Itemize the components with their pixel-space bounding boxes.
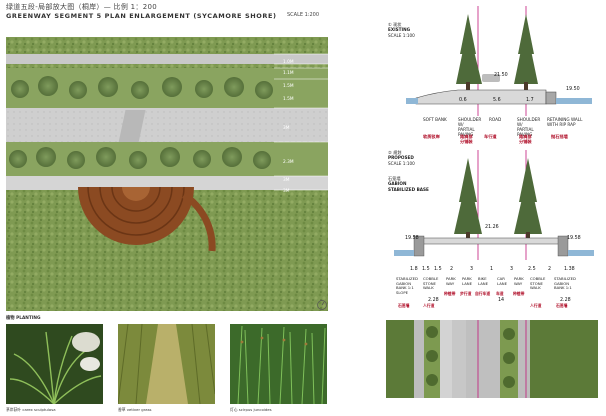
plan-width-5: 3M <box>283 126 290 131</box>
proposed-label-4: PARK LANE <box>462 276 473 286</box>
page-title-cn: 绿道五段-局部放大图（桐岸）— 比例 1：200 <box>6 3 157 11</box>
plan-width-8: 3M <box>283 189 290 194</box>
existing-label-2-cn: 路肩部分铺装 <box>460 134 473 144</box>
proposed-label-6-cn: 车道 <box>496 291 504 296</box>
section-plan-strip <box>386 320 598 398</box>
photo-vetiver <box>117 323 216 405</box>
plan-width-7: 3M <box>283 178 290 183</box>
page-scale: SCALE 1:200 <box>287 12 320 18</box>
planting-caption-1: 茅岸荻叶 carex sculptulosa <box>6 407 56 412</box>
plan-width-2: 1.1M <box>283 71 294 76</box>
plan-drawing <box>6 37 328 311</box>
dim-top-6: 1 <box>490 267 494 272</box>
photo-carex <box>6 324 103 405</box>
planting-heading: 植物 PLANTING <box>6 316 41 321</box>
plan-svg <box>6 37 328 311</box>
proposed-scale: SCALE 1:100 <box>388 161 415 166</box>
proposed-label-5-cn: 自行车道 <box>475 291 491 296</box>
dim-top-9: 2 <box>548 267 552 272</box>
photo-scirpus <box>230 324 327 405</box>
existing-label-5-cn: 抛石挡墙 <box>551 134 568 139</box>
dim-top-3: 1.5 <box>434 267 442 272</box>
existing-label-2: SHOULDER W/ PARTIAL PAVING <box>458 117 482 137</box>
existing-label-4: SHOULDER W/ PARTIAL PAVING <box>517 117 541 137</box>
proposed-label-9: STABILIZED GABION BANK 1:1 <box>554 276 576 291</box>
proposed-label-1-cn: 石笼墙 <box>398 303 410 308</box>
proposed-label-2-cn: 人行道 <box>423 303 435 308</box>
existing-label-3: ROAD <box>489 117 502 122</box>
planting-caption-2: 香草 vetiver grass <box>118 407 152 412</box>
dim-top-2: 1.5 <box>422 267 430 272</box>
gabion-cn: 石笼墙 <box>388 176 401 181</box>
dim-bottom-3: 2.28 <box>560 298 571 303</box>
dim-top-7: 3 <box>510 267 514 272</box>
existing-dim-2: 5.6 <box>493 98 501 103</box>
proposed-label-3: PARK WAY <box>446 276 456 286</box>
plan-width-4: 1.5M <box>283 97 294 102</box>
plan-width-1: 1.0M <box>283 60 294 65</box>
existing-elev-right: 19.50 <box>566 87 580 92</box>
stab-en: STABILIZED BASE <box>388 187 429 192</box>
dim-bottom-2: 14 <box>498 298 505 303</box>
dim-top-1: 1.8 <box>410 267 418 272</box>
existing-label-3-cn: 车行道 <box>484 134 497 139</box>
existing-title-en: EXISTING <box>388 27 411 32</box>
proposed-label-5: BIKE LANE <box>478 276 489 286</box>
existing-dim-3: 1.7 <box>526 98 534 103</box>
dim-top-5: 3 <box>470 267 474 272</box>
existing-label-1-cn: 软质驳岸 <box>423 134 440 139</box>
planting-photo-3 <box>230 324 327 405</box>
proposed-label-3-cn: 种植带 <box>444 291 456 296</box>
existing-section-svg <box>406 6 592 116</box>
existing-section <box>386 6 596 116</box>
proposed-label-8-cn: 人行道 <box>530 303 542 308</box>
proposed-label-7-cn: 种植带 <box>513 291 525 296</box>
existing-title-cn: ① 现状 <box>388 22 402 27</box>
proposed-title-cn: ② 规划 <box>388 150 402 155</box>
proposed-elev-right: 19.58 <box>567 236 581 241</box>
plan-width-6: 2.3M <box>283 160 294 165</box>
proposed-label-2: COBBLE STONE WALK <box>423 276 439 291</box>
existing-label-1: SOFT BANK <box>423 117 447 122</box>
planting-photo-2 <box>117 323 216 405</box>
dim-top-10: 1.38 <box>564 267 575 272</box>
planting-photo-1 <box>6 324 103 405</box>
section-plan-svg <box>386 320 598 398</box>
existing-label-5: RETAINING WALL WITH RIP RAP <box>547 117 583 127</box>
proposed-elev-mid: 21.26 <box>485 225 499 230</box>
proposed-label-1: STABILIZED GABION BANK 1:1 SLOPE <box>396 276 418 295</box>
plan-width-3: 1.5M <box>283 84 294 89</box>
proposed-label-4-cn: 步行道 <box>460 291 472 296</box>
proposed-label-6: CAR LANE <box>497 276 508 286</box>
proposed-title-en: PROPOSED <box>388 155 414 160</box>
page-title-en: GREENWAY SEGMENT 5 PLAN ENLARGEMENT (SYC… <box>6 12 277 20</box>
existing-elev-left: 21.50 <box>494 73 508 78</box>
dim-top-4: 2 <box>450 267 454 272</box>
proposed-label-7: PARK WAY <box>514 276 524 286</box>
existing-label-4-cn: 路肩部分铺装 <box>519 134 532 144</box>
existing-scale: SCALE 1:100 <box>388 33 415 38</box>
proposed-elev-left: 19.58 <box>405 236 419 241</box>
proposed-dims-bottom: 2.28 14 2.28 <box>410 298 590 306</box>
proposed-label-9-cn: 石笼墙 <box>556 303 568 308</box>
proposed-section <box>386 150 596 263</box>
proposed-label-8: COBBLE STONE WALK <box>530 276 546 291</box>
dim-top-8: 2.5 <box>528 267 536 272</box>
planting-caption-3: 灯心 scirpus juncoides <box>230 407 272 412</box>
dim-bottom-1: 2.28 <box>428 298 439 303</box>
proposed-section-svg <box>394 150 594 263</box>
proposed-dims-top: 1.8 1.5 1.5 2 3 1 3 2.5 2 1.38 <box>410 267 590 275</box>
existing-dim-1: 0.6 <box>459 98 467 103</box>
gabion-en: GABION <box>388 181 407 186</box>
